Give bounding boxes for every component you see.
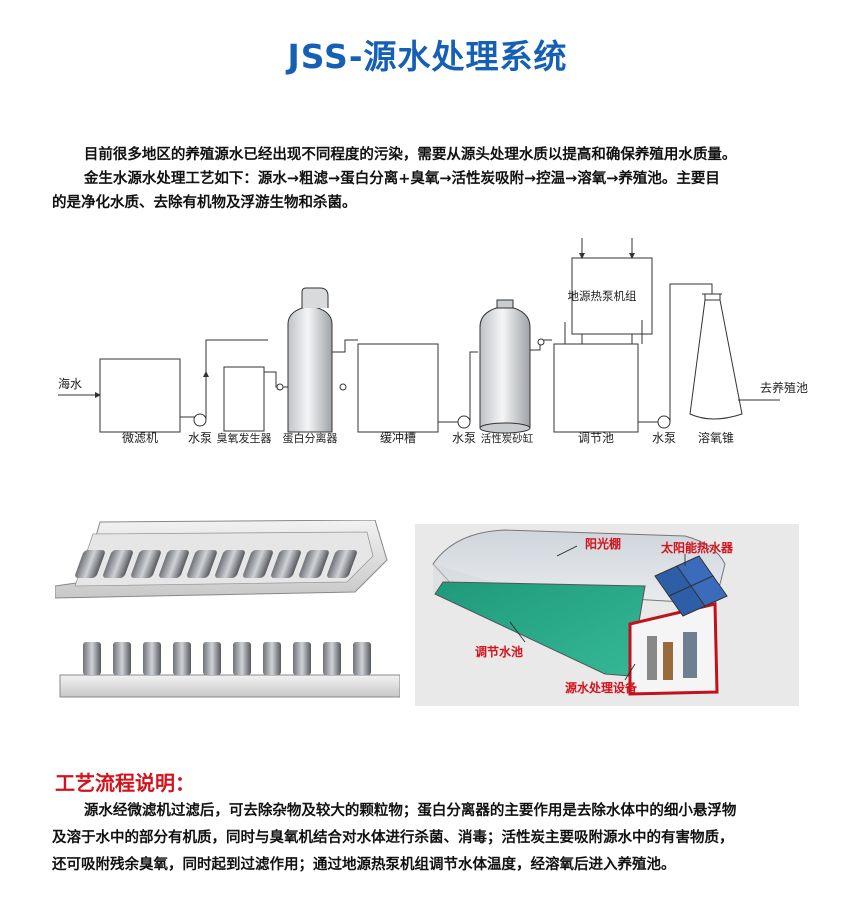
intro-paragraph: 目前很多地区的养殖源水已经出现不同程度的污染，需要从源头处理水质以提高和确保养殖… (52, 143, 812, 215)
process-line-1: 源水经微滤机过滤后，可去除杂物及较大的颗粒物；蛋白分离器的主要作用是去除水体中的… (83, 803, 737, 819)
greenhouse-illustration: 阳光棚 太阳能热水器 调节水池 源水处理设备 (415, 524, 799, 706)
process-description: 源水经微滤机过滤后，可去除杂物及较大的颗粒物；蛋白分离器的主要作用是去除水体中的… (52, 798, 812, 879)
solar-heater-label: 太阳能热水器 (661, 540, 734, 555)
inlet-label: 海水 (58, 376, 82, 391)
micro-filter (99, 358, 181, 433)
greenhouse-svg: 阳光棚 太阳能热水器 调节水池 源水处理设备 (415, 524, 799, 706)
oxygen-cone-label: 溶氧锥 (698, 430, 734, 445)
pump2-label: 水泵 (452, 431, 476, 445)
protein-separator (287, 305, 333, 433)
ozone-generator-label: 臭氧发生器 (217, 431, 272, 445)
equipment-layout-svg (54, 519, 401, 698)
flow-svg: 海水 去养殖池 地源热泵机组 微滤机 水泵 臭氧发生器 蛋白分离器 缓冲槽 水泵… (58, 238, 808, 445)
buffer-tank-label: 缓冲槽 (380, 430, 416, 445)
treatment-equipment-label: 源水处理设备 (565, 680, 638, 695)
process-heading: 工艺流程说明： (55, 771, 195, 795)
micro-filter-label: 微滤机 (122, 431, 158, 445)
ozone-generator (223, 366, 265, 432)
greenhouse-label: 阳光棚 (585, 536, 621, 551)
intro-line-3: 的是净化水质、去除有机物及浮游生物和杀菌。 (52, 195, 357, 211)
buffer-tank (357, 343, 439, 433)
regulating-pool (553, 343, 639, 433)
pump2-icon (457, 415, 471, 429)
process-line-3: 还可吸附残余臭氧，同时起到过滤作用；通过地源热泵机组调节水体温度，经溶氧后进入养… (52, 857, 676, 873)
page-title: JSS-源水处理系统 (287, 37, 568, 76)
protein-separator-label: 蛋白分离器 (283, 431, 338, 445)
outlet-label: 去养殖池 (760, 380, 808, 395)
pump3-icon (657, 415, 671, 429)
heat-pump-label: 地源热泵机组 (568, 289, 637, 303)
heat-pump-unit (571, 257, 653, 335)
pump3-label: 水泵 (652, 431, 676, 445)
regulating-pool-label: 调节池 (578, 431, 614, 445)
regulating-pool-illustration-label: 调节水池 (475, 644, 523, 659)
pump1-icon (193, 413, 207, 427)
process-flow-diagram: 海水 去养殖池 地源热泵机组 微滤机 水泵 臭氧发生器 蛋白分离器 缓冲槽 水泵… (0, 232, 855, 462)
intro-line-1: 目前很多地区的养殖源水已经出现不同程度的污染，需要从源头处理水质以提高和确保养殖… (83, 147, 737, 163)
pump1-label: 水泵 (188, 431, 212, 445)
oxygen-cone (689, 299, 743, 420)
carbon-tank-label: 活性炭砂缸 (481, 432, 534, 445)
equipment-layout-illustration (54, 519, 401, 700)
process-line-2: 及溶于水中的部分有机质，同时与臭氧机结合对水体进行杀菌、消毒；活性炭主要吸附源水… (52, 830, 734, 846)
intro-line-2: 金生水源水处理工艺如下：源水→粗滤→蛋白分离+臭氧→活性炭吸附→控温→溶氧→养殖… (83, 171, 720, 187)
carbon-tank (479, 305, 531, 428)
